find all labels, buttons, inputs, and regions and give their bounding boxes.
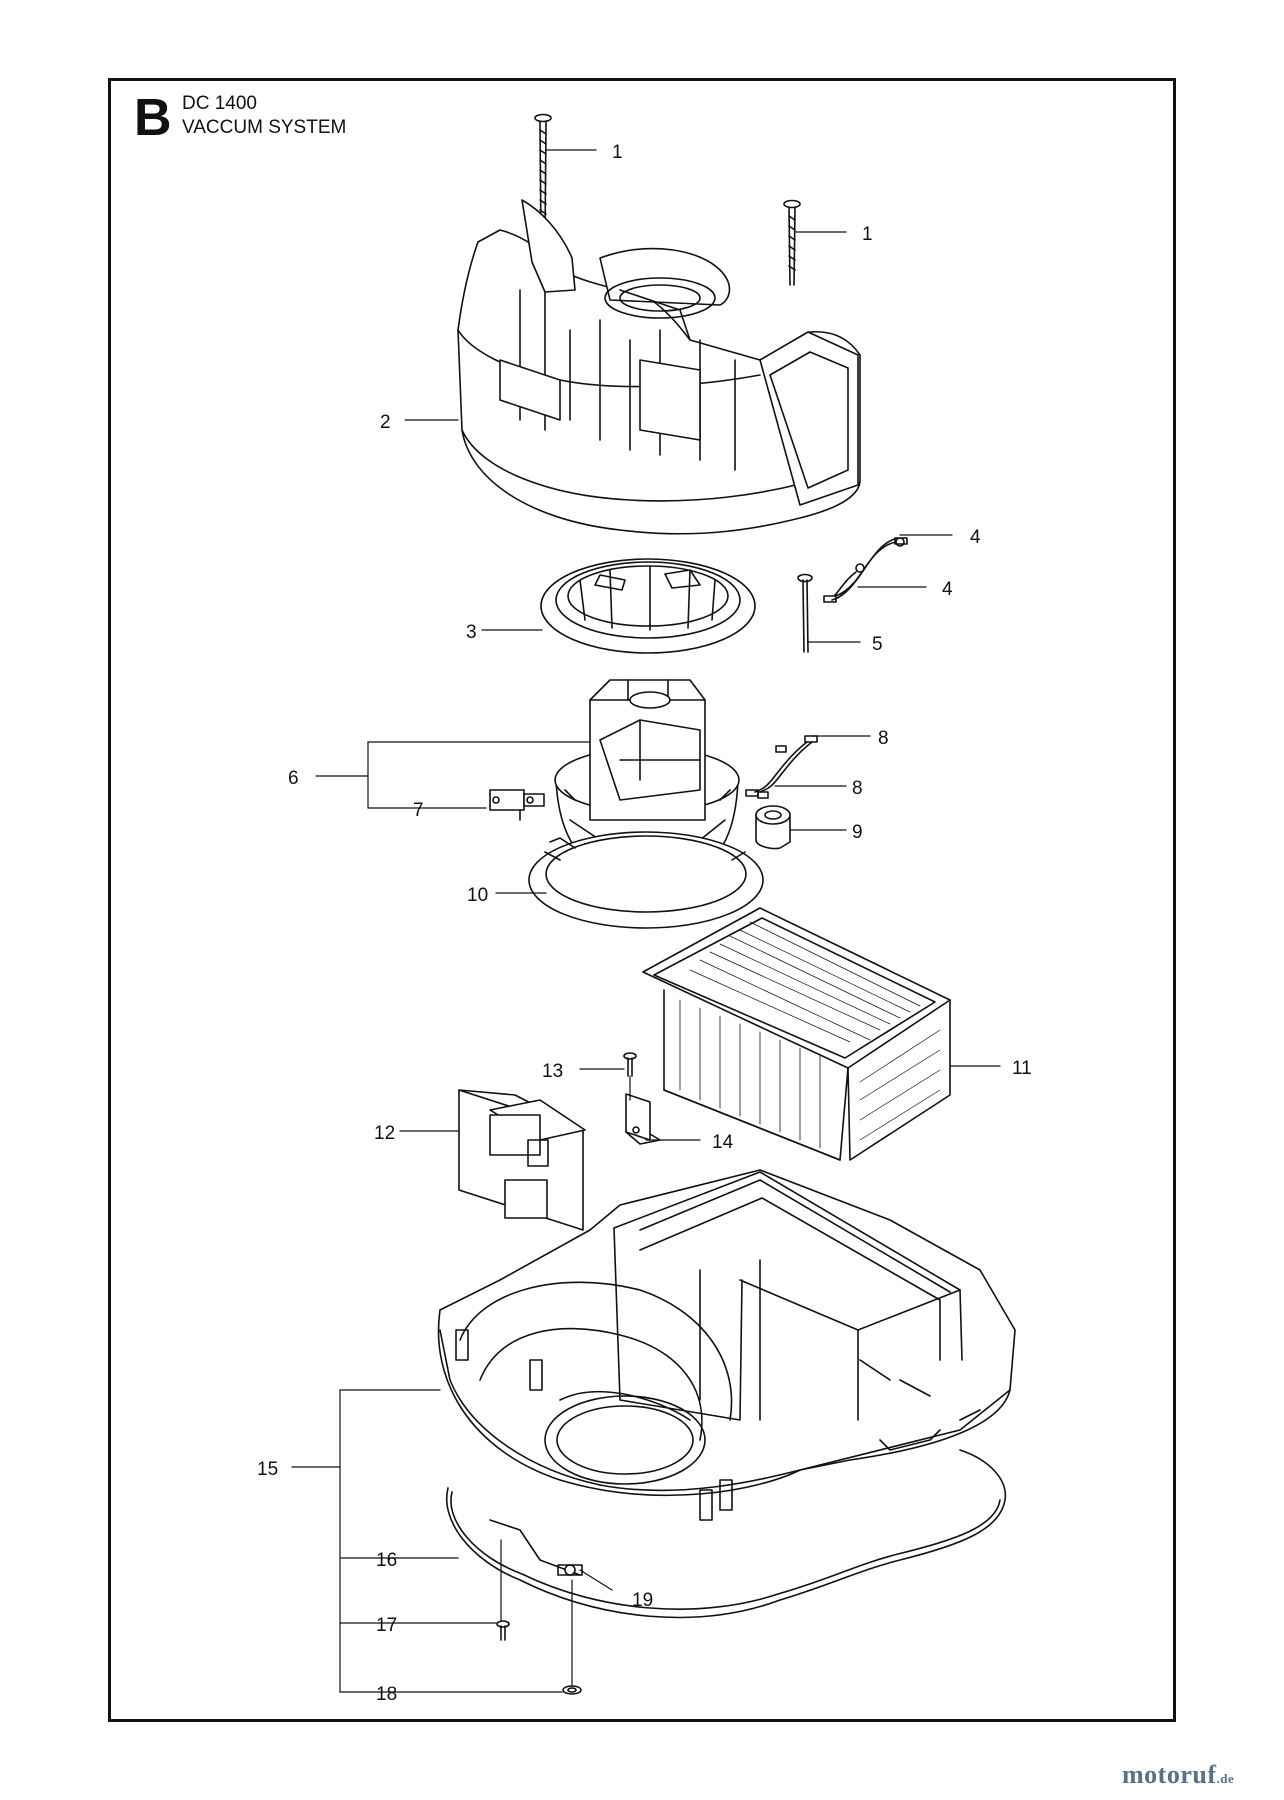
callout-15: 15 — [257, 1459, 278, 1480]
pin[interactable] — [797, 573, 813, 653]
washer[interactable] — [562, 1685, 582, 1695]
cable-lower[interactable] — [834, 563, 865, 596]
callout-7: 7 — [413, 800, 424, 821]
callout-8b: 8 — [852, 778, 863, 799]
watermark-logo: motoruf.de — [1122, 1760, 1235, 1789]
filter[interactable] — [642, 907, 951, 1161]
callout-5: 5 — [872, 634, 883, 655]
brush-connector[interactable] — [489, 789, 545, 821]
ferrite-ring[interactable] — [755, 805, 791, 850]
lower-housing[interactable] — [437, 1169, 1016, 1521]
callout-13: 13 — [542, 1061, 563, 1082]
bottom-screw[interactable] — [496, 1620, 510, 1641]
leader-lines — [291, 149, 1001, 1693]
callout-12: 12 — [374, 1123, 395, 1144]
callout-10: 10 — [467, 885, 488, 906]
callout-1b: 1 — [862, 224, 873, 245]
callout-3: 3 — [466, 622, 477, 643]
upper-housing[interactable] — [457, 199, 861, 535]
callout-19: 19 — [632, 1590, 653, 1611]
long-screw-right[interactable] — [783, 199, 801, 286]
callout-18: 18 — [376, 1684, 397, 1705]
circuit-board[interactable] — [458, 1089, 586, 1231]
diagram-frame — [108, 78, 1176, 1722]
lower-seal-ring[interactable] — [528, 831, 764, 929]
callout-labels: 1 1 2 3 4 4 5 6 7 8 8 9 10 11 12 13 14 1… — [257, 142, 1032, 1705]
section-letter: B — [134, 89, 172, 147]
model-name: DC 1400 — [182, 93, 257, 114]
callout-8a: 8 — [878, 728, 889, 749]
motor-cable-lower[interactable] — [757, 745, 787, 799]
callout-11: 11 — [1012, 1058, 1032, 1079]
callout-4a: 4 — [970, 527, 981, 548]
system-name: VACCUM SYSTEM — [182, 117, 347, 138]
motor-cable-upper[interactable] — [745, 735, 818, 797]
bracket[interactable] — [625, 1093, 661, 1145]
motor-seal-ring[interactable] — [540, 558, 756, 654]
callout-6: 6 — [288, 768, 299, 789]
callout-14: 14 — [712, 1132, 734, 1153]
small-screw[interactable] — [623, 1052, 637, 1077]
watermark-suffix: .de — [1216, 1771, 1235, 1786]
callout-2: 2 — [380, 412, 391, 433]
callout-9: 9 — [852, 822, 863, 843]
callout-16: 16 — [376, 1550, 397, 1571]
callout-17: 17 — [376, 1615, 397, 1636]
clip[interactable] — [557, 1564, 583, 1576]
callout-1a: 1 — [612, 142, 623, 163]
callout-4b: 4 — [942, 579, 953, 600]
gasket[interactable] — [445, 1449, 1007, 1619]
